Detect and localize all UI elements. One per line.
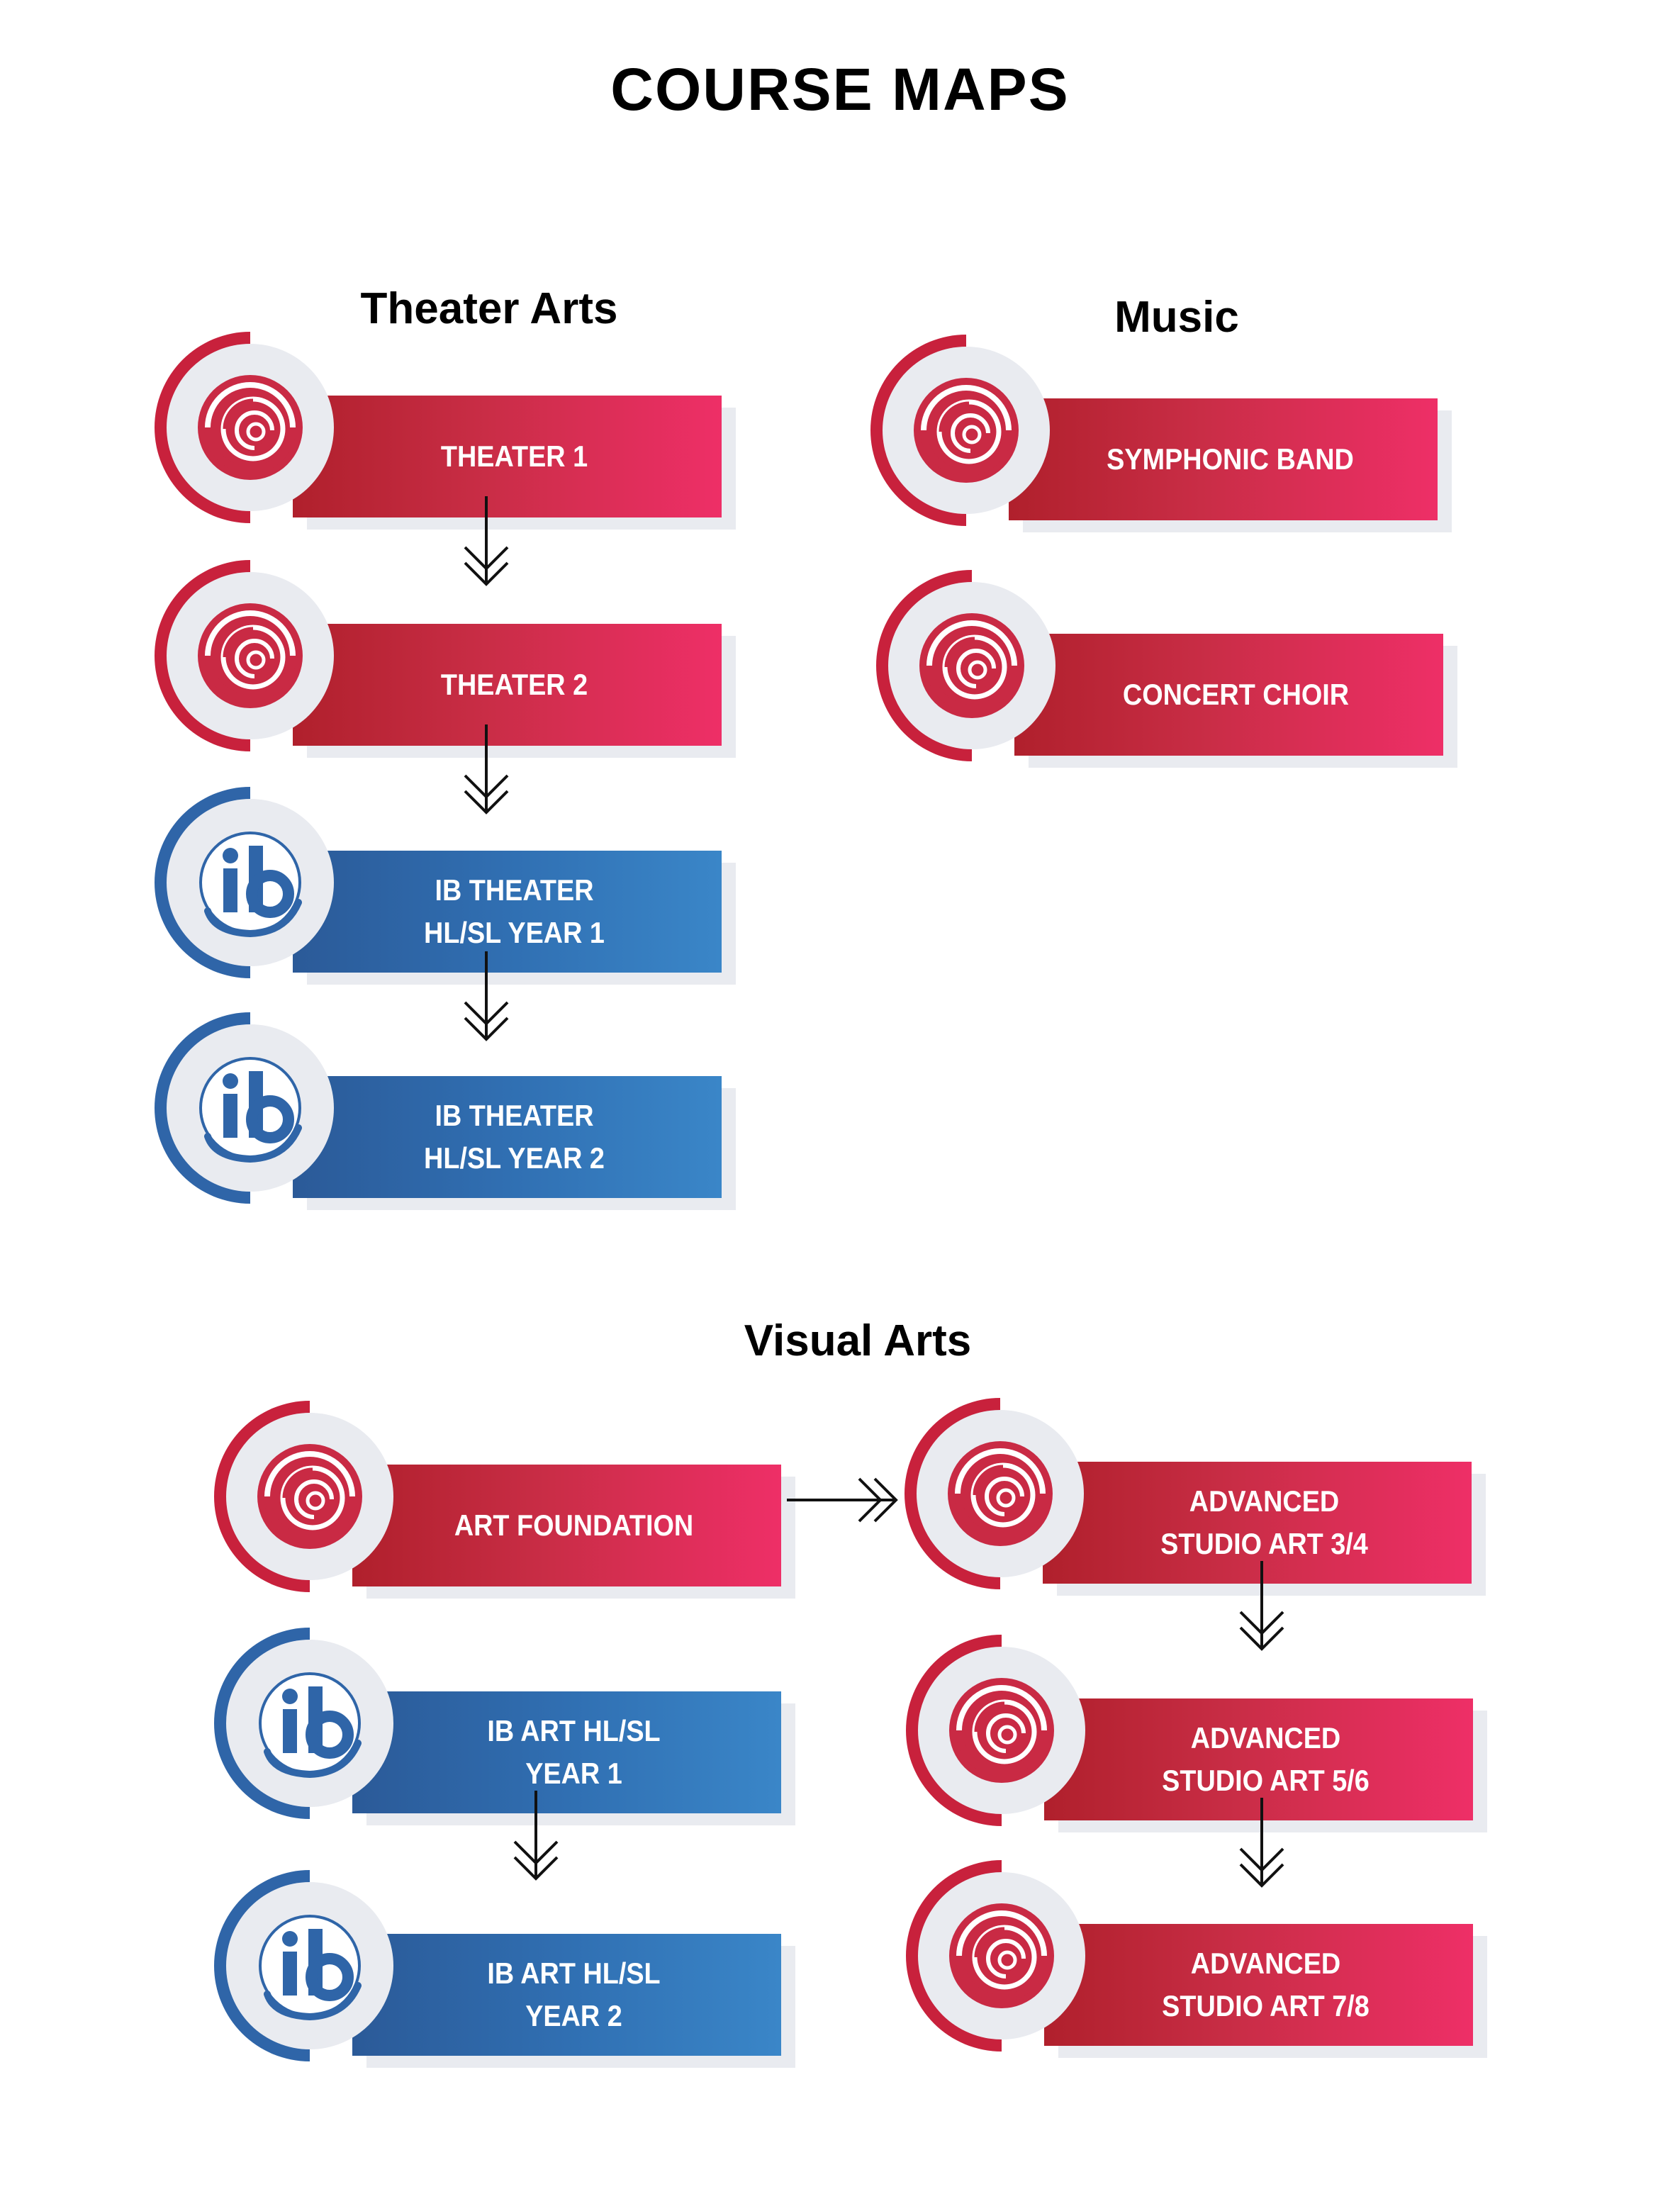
course-label: ADVANCED STUDIO ART 3/4 <box>1160 1484 1368 1560</box>
course-label: THEATER 1 <box>440 440 588 473</box>
swirl-icon <box>186 364 314 491</box>
course-label: IB ART HL/SL YEAR 1 <box>487 1714 661 1790</box>
swirl-icon <box>908 602 1036 729</box>
arrow-down-icon <box>513 1791 559 1880</box>
course-symphonic-band: SYMPHONIC BAND <box>870 335 1466 532</box>
swirl-icon <box>938 1892 1065 2020</box>
course-label: ART FOUNDATION <box>454 1509 694 1542</box>
section-title-theater: Theater Arts <box>360 284 618 333</box>
swirl-icon <box>938 1667 1065 1794</box>
course-art-foundation: ART FOUNDATION <box>214 1401 810 1599</box>
course-advanced-studio-art-5-6: ADVANCED STUDIO ART 5/6 <box>906 1635 1501 1832</box>
section-title-music: Music <box>1114 293 1239 342</box>
page-title: COURSE MAPS <box>610 56 1070 123</box>
course-ib-theater-year-1: IB THEATER HL/SL YEAR 1 <box>155 787 750 985</box>
course-advanced-studio-art-3-4: ADVANCED STUDIO ART 3/4 <box>905 1398 1500 1596</box>
swirl-icon <box>936 1430 1064 1557</box>
course-label: THEATER 2 <box>440 668 588 701</box>
course-theater-1: THEATER 1 <box>155 332 750 530</box>
course-label: ADVANCED STUDIO ART 5/6 <box>1162 1721 1370 1797</box>
ib-logo-icon <box>186 819 314 946</box>
course-ib-art-year-2: IB ART HL/SL YEAR 2 <box>214 1870 810 2068</box>
course-concert-choir: CONCERT CHOIR <box>876 570 1472 768</box>
course-label: SYMPHONIC BAND <box>1107 442 1354 476</box>
course-ib-art-year-1: IB ART HL/SL YEAR 1 <box>214 1628 810 1825</box>
course-label: IB THEATER HL/SL YEAR 1 <box>424 873 605 949</box>
ib-logo-icon <box>246 1660 374 1787</box>
swirl-icon <box>902 366 1030 494</box>
course-advanced-studio-art-7-8: ADVANCED STUDIO ART 7/8 <box>906 1860 1501 2058</box>
section-title-visual: Visual Arts <box>744 1316 972 1365</box>
course-ib-theater-year-2: IB THEATER HL/SL YEAR 2 <box>155 1012 750 1210</box>
course-label: ADVANCED STUDIO ART 7/8 <box>1162 1947 1370 2022</box>
arrow-right-icon <box>787 1477 897 1523</box>
swirl-icon <box>246 1433 374 1560</box>
course-label: IB ART HL/SL YEAR 2 <box>487 1957 661 2032</box>
ib-logo-icon <box>246 1902 374 2030</box>
course-theater-2: THEATER 2 <box>155 560 750 758</box>
course-label: CONCERT CHOIR <box>1122 678 1350 711</box>
course-label: IB THEATER HL/SL YEAR 2 <box>424 1099 605 1175</box>
ib-logo-icon <box>186 1044 314 1172</box>
swirl-icon <box>186 592 314 720</box>
